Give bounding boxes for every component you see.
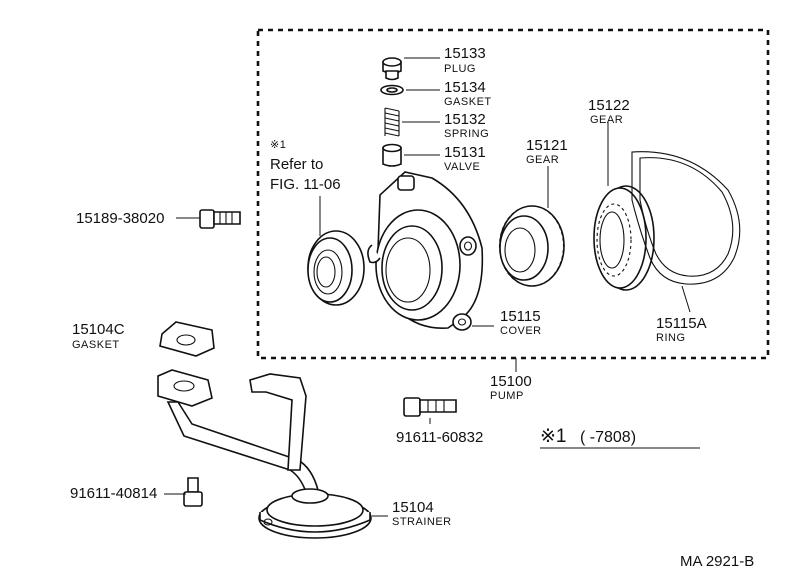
- spring-number: 15132: [444, 111, 486, 128]
- part-label-mid-bolt: 91611-60832: [396, 429, 483, 446]
- top-bolt-drawing: [199, 209, 241, 229]
- pump-number: 15100: [490, 373, 532, 390]
- ring-number: 15115A: [656, 315, 707, 332]
- plug-drawing: [382, 57, 402, 81]
- mid-bolt-number: 91611-60832: [396, 429, 483, 446]
- oil-seal-drawing: [307, 230, 365, 306]
- footnote-symbol: ※1: [540, 426, 567, 447]
- refer-line-1: Refer to: [270, 156, 323, 173]
- pump-name: PUMP: [490, 390, 524, 402]
- plug-number: 15133: [444, 45, 486, 62]
- plug-name: PLUG: [444, 63, 476, 75]
- cover-name: COVER: [500, 325, 542, 337]
- part-label-low-bolt: 91611-40814: [70, 485, 157, 502]
- top-bolt-number: 15189-38020: [76, 210, 164, 227]
- pan-gasket-number: 15104C: [72, 321, 125, 338]
- inner-gear-drawing: [498, 205, 565, 287]
- mid-bolt-drawing: [403, 397, 457, 417]
- outer-gear-name: GEAR: [590, 114, 623, 126]
- inner-gear-name: GEAR: [526, 154, 559, 166]
- leader-lines: [164, 57, 691, 517]
- part-label-strainer: 15104 STRAINER: [392, 499, 452, 528]
- small-gasket-name: GASKET: [444, 96, 492, 108]
- figure-code: MA 2921-B: [680, 553, 754, 570]
- valve-drawing: [382, 143, 402, 167]
- refer-line-2: FIG. 11-06: [270, 176, 341, 193]
- pump-assembly-boundary: [256, 28, 770, 360]
- pump-cover-drawing: [367, 171, 484, 331]
- inner-gear-number: 15121: [526, 137, 568, 154]
- small-gasket-number: 15134: [444, 79, 486, 96]
- ring-name: RING: [656, 332, 686, 344]
- part-label-pan-gasket: 15104C GASKET: [72, 321, 125, 351]
- part-label-top-bolt: 15189-38020: [76, 210, 164, 227]
- footnote-range-note: ※1 ( -7808): [540, 426, 700, 449]
- strainer-number: 15104: [392, 499, 434, 516]
- outer-gear-number: 15122: [588, 97, 630, 114]
- part-label-inner-gear: 15121 GEAR: [526, 137, 568, 166]
- outer-gear-drawing: [593, 185, 655, 291]
- part-label-cover: 15115 COVER: [500, 308, 542, 337]
- strainer-name: STRAINER: [392, 516, 452, 528]
- o-ring-drawing: [631, 151, 741, 285]
- strainer-pipe-drawing: [157, 369, 320, 493]
- valve-number: 15131: [444, 144, 486, 161]
- low-bolt-number: 91611-40814: [70, 485, 157, 502]
- small-gasket-drawing: [380, 84, 404, 96]
- part-label-pump: 15100 PUMP: [490, 373, 532, 402]
- strainer-drawing: [258, 488, 372, 539]
- part-label-outer-gear: 15122 GEAR: [588, 97, 630, 126]
- footnote-symbol-small: ※1: [270, 139, 286, 151]
- spring-name: SPRING: [444, 128, 489, 140]
- part-label-valve: 15131 VALVE: [444, 144, 486, 173]
- footnote-refer-label: ※1 Refer to FIG. 11-06: [270, 139, 341, 193]
- part-label-small-gasket: 15134 GASKET: [444, 79, 492, 108]
- spring-drawing: [384, 107, 400, 137]
- footnote-range: ( -7808): [580, 429, 636, 446]
- part-label-ring: 15115A RING: [656, 315, 707, 344]
- pan-gasket-name: GASKET: [72, 339, 120, 351]
- cover-number: 15115: [500, 308, 541, 325]
- low-bolt-drawing: [183, 477, 203, 507]
- pan-gasket-drawing: [159, 321, 215, 357]
- part-label-plug: 15133 PLUG: [444, 45, 486, 75]
- part-label-spring: 15132 SPRING: [444, 111, 489, 140]
- valve-name: VALVE: [444, 161, 480, 173]
